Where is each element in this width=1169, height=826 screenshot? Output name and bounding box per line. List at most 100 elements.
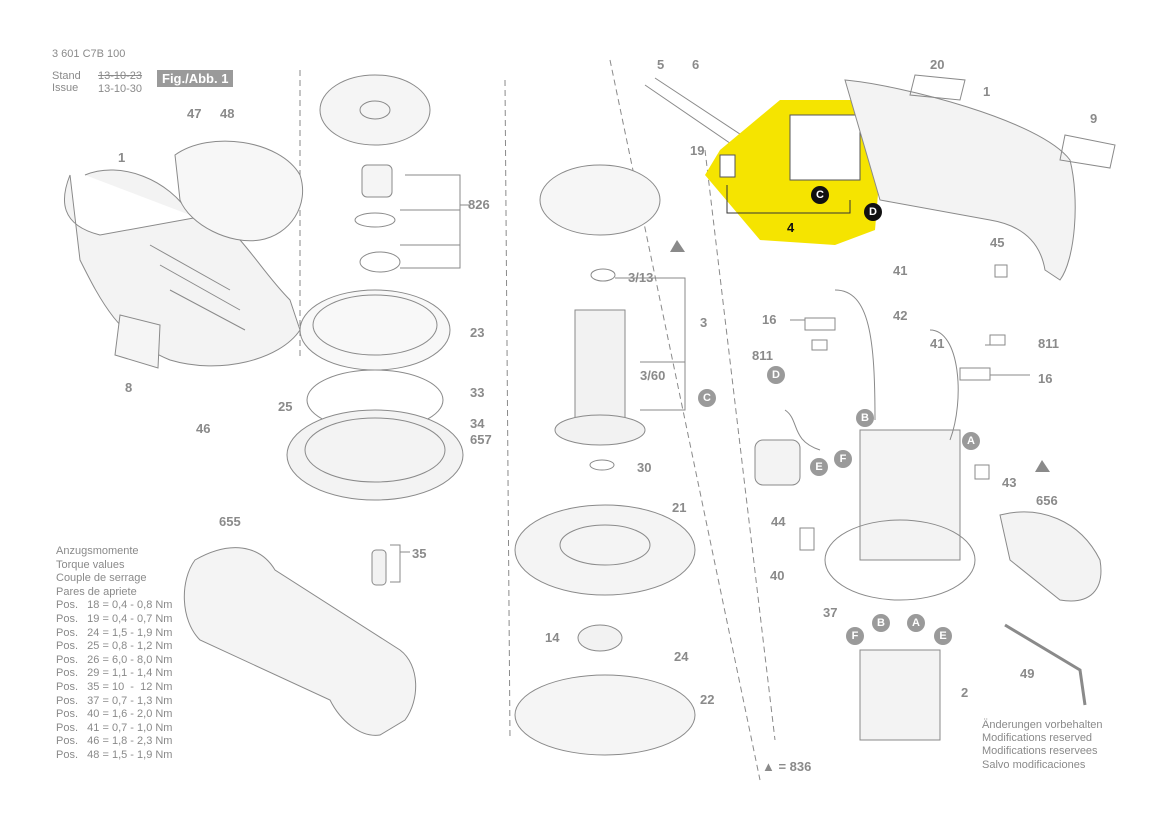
- issue-date: 13-10-30: [98, 83, 143, 95]
- part-label: 35: [412, 546, 427, 561]
- part-label: 16: [1038, 371, 1053, 386]
- part-label: 19: [690, 143, 705, 158]
- part-label: 24: [674, 649, 689, 664]
- part-label: 25: [278, 399, 293, 414]
- part-label: 46: [196, 421, 211, 436]
- torque-title: Couple de serrage: [56, 572, 147, 585]
- part-label: 40: [770, 568, 785, 583]
- part-label: 3/13: [628, 270, 654, 285]
- figure-label: Fig./Abb. 1: [157, 70, 234, 87]
- modifications-line: Änderungen vorbehalten: [982, 719, 1103, 731]
- brush-holder-16a: [804, 317, 836, 331]
- stator-housing: [859, 429, 961, 561]
- part-label: 34: [470, 416, 485, 431]
- part-label: 2: [961, 685, 969, 700]
- brush-holder-16b: [959, 367, 991, 381]
- connector-badge: F: [834, 450, 852, 468]
- housing-right-1: [844, 79, 1076, 281]
- torque-row: Pos. 26 = 6,0 - 8,0 Nm: [56, 653, 173, 666]
- dashed-divider-right: [704, 149, 776, 741]
- sanding-pad-34: [286, 409, 464, 501]
- connector-badge: A: [907, 614, 925, 632]
- plate-22: [514, 674, 696, 756]
- housing-21: [514, 504, 696, 596]
- part-label: 16: [762, 312, 777, 327]
- part-label: 6: [692, 57, 700, 72]
- part-label: 657: [470, 432, 492, 447]
- part-label: 47: [187, 106, 202, 121]
- part-label: 45: [990, 235, 1005, 250]
- part-label: 30: [637, 460, 652, 475]
- torque-title: Pares de apriete: [56, 585, 137, 598]
- brush-811b: [989, 334, 1006, 346]
- part-label: 4: [787, 220, 795, 235]
- torque-title: Torque values: [56, 558, 125, 571]
- part-label: 21: [672, 500, 687, 515]
- switch-module-4: [789, 114, 861, 181]
- part-656: [999, 511, 1102, 602]
- power-cable-5: [644, 77, 753, 151]
- part-label: 22: [700, 692, 715, 707]
- triangle-footnote: ▲ = 836: [762, 759, 812, 774]
- modifications-line: Modifications reserved: [982, 732, 1093, 745]
- screw-35: [371, 549, 387, 586]
- torque-row: Pos. 37 = 0,7 - 1,3 Nm: [56, 694, 173, 707]
- part-label: 811: [1038, 336, 1059, 351]
- connector-badge: C: [698, 389, 716, 407]
- torque-row: Pos. 25 = 0,8 - 1,2 Nm: [56, 640, 173, 653]
- torque-row: Pos. 19 = 0,4 - 0,7 Nm: [56, 612, 173, 625]
- part-label: 42: [893, 308, 908, 323]
- connector-badge: D: [767, 366, 785, 384]
- torque-row: Pos. 18 = 0,4 - 0,8 Nm: [56, 599, 173, 612]
- part-label: 1: [118, 150, 126, 165]
- part-label: 1: [983, 84, 991, 99]
- bearing-14: [577, 624, 623, 652]
- part-label: 33: [470, 385, 485, 400]
- modifications-line: Salvo modificaciones: [982, 758, 1086, 771]
- torque-row: Pos. 40 = 1,6 - 2,0 Nm: [56, 708, 173, 721]
- part-label: 49: [1020, 666, 1035, 681]
- connector-badge: A: [962, 432, 980, 450]
- issue-label: Issue: [52, 82, 79, 94]
- part-label: 41: [930, 336, 945, 351]
- connector-badge: B: [856, 409, 874, 427]
- torque-title: Anzugsmomente: [56, 545, 139, 557]
- hex-key-49: [1004, 623, 1087, 706]
- connector-badge: D: [864, 203, 882, 221]
- dust-box-655: [183, 547, 417, 736]
- part-label: 41: [893, 263, 908, 278]
- ring-23: [299, 289, 451, 371]
- part-label: 826: [468, 197, 490, 212]
- connector-badge: B: [872, 614, 890, 632]
- modifications-note: Änderungen vorbehalten Modifications res…: [982, 719, 1102, 772]
- brush-811a: [811, 339, 828, 351]
- torque-row: Pos. 29 = 1,1 - 1,4 Nm: [56, 667, 173, 680]
- part-label: 3: [700, 315, 708, 330]
- connector-badge: F: [846, 627, 864, 645]
- part-label: 23: [470, 325, 485, 340]
- stand-label: Stand: [52, 70, 81, 82]
- part-label: 43: [1002, 475, 1017, 490]
- part-label: 655: [219, 514, 241, 529]
- part-label: 14: [545, 630, 560, 645]
- modifications-line: Modifications reservees: [982, 745, 1098, 758]
- dust-pad-47: [174, 140, 304, 242]
- connector-badge: E: [934, 627, 952, 645]
- part-label: 656: [1036, 493, 1058, 508]
- torque-row: Pos. 35 = 10 - 12 Nm: [56, 680, 173, 693]
- capacitor-44: [754, 439, 801, 486]
- torque-row: Pos. 41 = 0,7 - 1,0 Nm: [56, 721, 173, 734]
- torque-table: Anzugsmomente Torque values Couple de se…: [56, 545, 172, 763]
- part-label: 37: [823, 605, 838, 620]
- label-9: [1059, 134, 1116, 169]
- stand-date: 13-10-23: [98, 70, 143, 82]
- part-label: 20: [930, 57, 945, 72]
- fan-826: [319, 74, 431, 146]
- part-label: 811: [752, 348, 773, 363]
- field-2: [859, 649, 941, 741]
- torque-row: Pos. 48 = 1,5 - 1,9 Nm: [56, 748, 173, 761]
- part-label: 44: [771, 514, 786, 529]
- dashed-divider-center: [504, 79, 511, 741]
- part-45: [994, 264, 1008, 278]
